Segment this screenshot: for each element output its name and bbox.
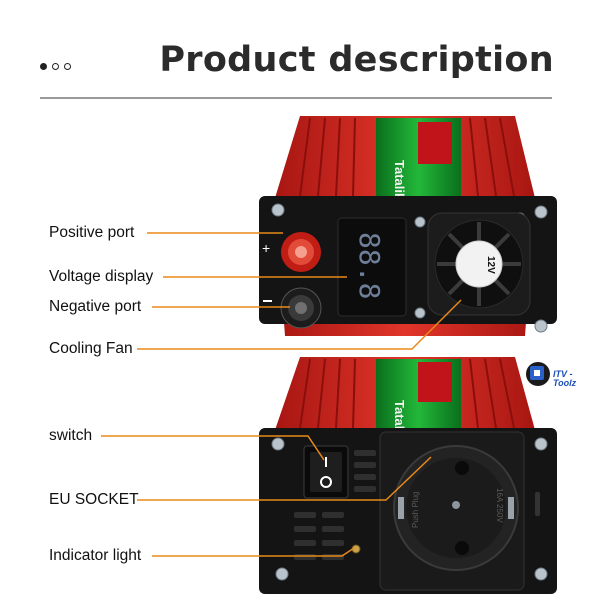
screw: [534, 567, 548, 581]
socket-mark-right: 16A 250V: [495, 488, 504, 523]
dot: [64, 63, 71, 70]
cooling-fins: [299, 358, 515, 429]
screw: [534, 437, 548, 451]
positive-terminal: [281, 232, 321, 272]
screw: [271, 437, 285, 451]
callout-line-eu-socket: [137, 456, 432, 501]
screw: [275, 567, 289, 581]
cooling-fins: [299, 117, 515, 197]
watermark-text: ITV - Toolz: [553, 370, 576, 388]
eu-socket: Push Plug 16A 250V: [379, 431, 525, 591]
label-eu-socket: EU SOCKET: [49, 491, 139, 508]
inverter-rear-view: Tataliken: [259, 357, 557, 594]
watermark-text-top: ITV -: [553, 369, 573, 379]
side-slot: [535, 492, 540, 516]
label-switch: switch: [49, 427, 93, 444]
watermark-text-bottom: Toolz: [553, 378, 577, 388]
screw: [414, 307, 426, 319]
cooling-fan: 12V: [427, 212, 531, 316]
screw: [534, 205, 548, 219]
minus-sign: [263, 300, 272, 302]
carousel-dots: [40, 63, 71, 70]
dot: [52, 63, 59, 70]
screw: [534, 319, 548, 333]
label-warning-block: [418, 122, 452, 164]
header-divider: [40, 97, 552, 99]
label-negative-port: Negative port: [49, 298, 142, 315]
label-cooling-fan: Cooling Fan: [49, 340, 133, 357]
inverter-front-view: Tataliken + 88.8: [259, 116, 557, 336]
label-indicator-light: Indicator light: [49, 547, 142, 564]
watermark-logo: [526, 362, 550, 386]
label-warning-block: [418, 362, 452, 402]
screw: [271, 203, 285, 217]
socket-mark-left: Push Plug: [411, 492, 420, 528]
negative-terminal: [280, 287, 322, 329]
callout-line-cooling-fan: [137, 299, 462, 350]
label-positive-port: Positive port: [49, 224, 135, 241]
callout-line-indicator-light: [152, 547, 355, 557]
fan-voltage-label: 12V: [485, 256, 496, 274]
callout-lines: [101, 232, 462, 557]
voltage-display: [337, 217, 407, 317]
plus-sign: +: [262, 240, 270, 256]
callout-line-switch: [101, 435, 325, 461]
label-voltage-display: Voltage display: [49, 268, 154, 285]
page-title: Product description: [159, 40, 554, 80]
screw: [414, 216, 426, 228]
air-vents: [294, 450, 376, 560]
power-switch: [303, 445, 349, 499]
dot-active: [40, 63, 47, 70]
display-reading: 88.8: [353, 232, 386, 299]
